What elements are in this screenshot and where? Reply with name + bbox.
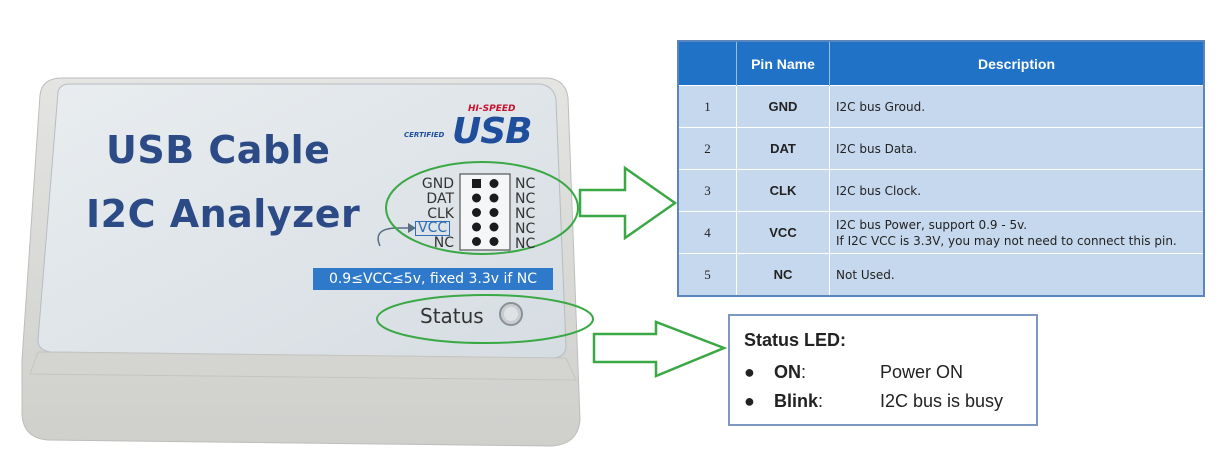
pin-table-header-desc: Description [829,41,1205,86]
pin-highlight-ellipse [385,161,579,255]
table-row: 1 GND I2C bus Groud. [678,85,1205,128]
status-led-title: Status LED: [744,330,847,350]
arrow-to-status-box [592,320,728,378]
pin-desc: I2C bus Power, support 0.9 - 5v. If I2C … [829,211,1205,254]
pin-dots [472,179,499,246]
pin-label-right-2: NC [515,191,536,207]
pin-table-header-row: Pin Name Description [678,41,1205,86]
pin-desc-line1: I2C bus Power, support 0.9 - 5v. [836,217,1028,232]
usb-logo-certified: CERTIFIED [404,131,445,139]
pin-label-right-5: NC [515,236,536,252]
pin-num: 3 [678,169,737,212]
status-term: Blink [774,391,819,411]
pin-num: 4 [678,211,737,254]
table-row: 5 NC Not Used. [678,253,1205,296]
pin-label-dat: DAT [426,191,454,207]
status-value: Power ON [880,362,964,382]
pin-table: Pin Name Description 1 GND I2C bus Groud… [677,40,1205,297]
pin-name: VCC [736,211,830,254]
pin-label-right-1: NC [515,176,536,192]
pin-desc: I2C bus Data. [829,127,1205,170]
status-value: I2C bus is busy [880,391,1004,411]
device-status-label: Status [420,304,484,328]
pin-desc: Not Used. [829,253,1205,296]
bullet-icon: ● [744,391,755,411]
pin-desc: I2C bus Clock. [829,169,1205,212]
pin-desc-line2: If I2C VCC is 3.3V, you may not need to … [836,233,1177,248]
pin-desc-line1: I2C bus Groud. [836,99,926,114]
pin-num: 2 [678,127,737,170]
pin-table-header-name: Pin Name [736,41,830,86]
pin-num: 1 [678,85,737,128]
status-colon: : [818,391,824,411]
vcc-spec-bar: 0.9≤VCC≤5v, fixed 3.3v if NC [313,268,553,290]
pin-label-gnd: GND [421,176,454,192]
status-item-blink: ● Blink: I2C bus is busy [744,391,1003,412]
bullet-icon: ● [744,362,755,382]
usb-logo-icon: USB [452,111,533,152]
pin-label-vcc: VCC [415,221,451,236]
pin-desc-line1: I2C bus Clock. [836,183,922,198]
table-row: 4 VCC I2C bus Power, support 0.9 - 5v. I… [678,211,1205,254]
status-item-on: ● ON: Power ON [744,362,963,383]
pin-label-right-3: NC [515,206,536,222]
pin-label-nc: NC [433,235,454,251]
status-colon: : [801,362,807,382]
device-title-line1: USB Cable [106,128,331,172]
pin-name: NC [736,253,830,296]
pin-num: 5 [678,253,737,296]
status-highlight-ellipse [376,294,594,344]
status-term: ON [774,362,801,382]
usb-logo-hispeed: HI-SPEED [468,104,516,114]
pin-label-right-4: NC [515,221,536,237]
pin-header [459,173,511,251]
status-led-box: Status LED: ● ON: Power ON ● Blink: I2C bu… [728,314,1038,426]
pin-desc: I2C bus Groud. [829,85,1205,128]
device-title-line2: I2C Analyzer [86,192,361,236]
pin-table-header-num [678,41,737,86]
pin-name: GND [736,85,830,128]
table-row: 3 CLK I2C bus Clock. [678,169,1205,212]
vcc-curve-arrow [377,227,412,247]
arrow-to-pin-table [578,165,678,241]
pin-desc-line1: I2C bus Data. [836,141,918,156]
pin-label-clk: CLK [427,206,454,222]
table-row: 2 DAT I2C bus Data. [678,127,1205,170]
pin-name: DAT [736,127,830,170]
pin-name: CLK [736,169,830,212]
pin-desc-line1: Not Used. [836,267,895,282]
